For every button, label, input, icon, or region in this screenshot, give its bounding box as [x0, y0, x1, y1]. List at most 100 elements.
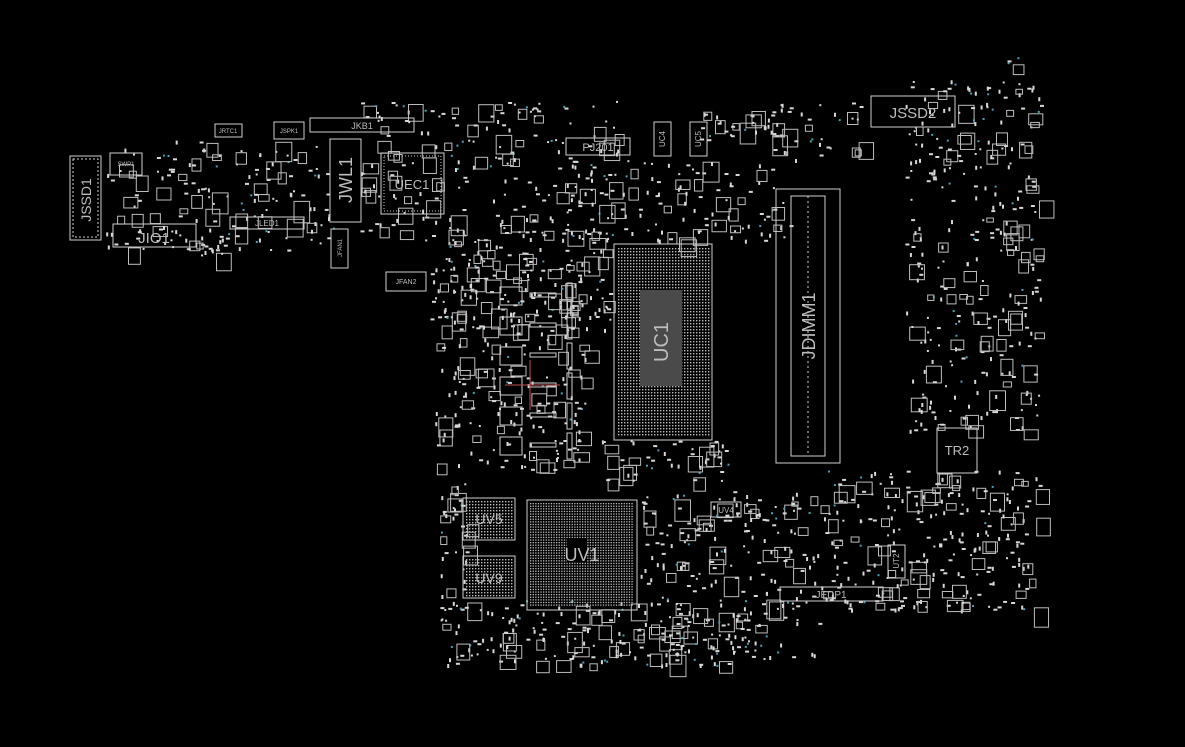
pad	[797, 527, 809, 536]
pad	[940, 499, 943, 504]
pad	[463, 395, 467, 398]
comp-uc1[interactable]: UC1	[613, 243, 713, 441]
pad	[819, 104, 822, 107]
pad	[675, 603, 691, 617]
pad	[581, 303, 584, 308]
comp-uv1[interactable]: UV1	[526, 499, 638, 611]
pad	[699, 664, 702, 668]
pad	[523, 454, 526, 459]
pad	[524, 252, 529, 255]
pad	[757, 624, 761, 627]
pad	[599, 280, 602, 283]
pad	[535, 186, 538, 191]
pad	[397, 179, 400, 184]
pad	[507, 300, 510, 303]
pad	[570, 327, 575, 330]
pad	[1020, 542, 1025, 545]
pad	[776, 607, 779, 610]
pad	[259, 153, 262, 158]
pad	[936, 137, 939, 140]
pad	[134, 194, 139, 197]
pad	[464, 483, 467, 486]
comp-jdimm1[interactable]: JDIMM1	[775, 188, 841, 464]
pad	[680, 644, 685, 647]
pad	[770, 578, 773, 583]
pad	[548, 315, 553, 318]
pad	[518, 319, 521, 323]
pad	[676, 608, 681, 611]
pad	[968, 87, 971, 92]
comp-uv5[interactable]: UV5	[462, 497, 516, 541]
pad	[365, 190, 377, 204]
pad	[438, 417, 454, 438]
pad	[643, 505, 646, 510]
pad	[175, 230, 178, 235]
pad	[534, 314, 539, 317]
comp-uv4[interactable]: UV4	[710, 501, 742, 518]
pad	[447, 664, 450, 668]
pad	[1007, 60, 1012, 63]
comp-jssd2[interactable]: JSSD2	[870, 95, 956, 128]
comp-tr2[interactable]: TR2	[936, 427, 978, 474]
pad	[541, 231, 544, 234]
pad	[971, 558, 986, 570]
comp-jwl1[interactable]: JWL1	[329, 138, 362, 223]
pad	[929, 153, 933, 156]
pad	[656, 181, 661, 184]
pad	[240, 150, 243, 153]
pad	[572, 234, 575, 237]
pad	[678, 612, 683, 615]
pad	[1031, 291, 1034, 295]
pad	[450, 316, 453, 319]
pad	[467, 124, 479, 138]
comp-uc5[interactable]: UC5	[689, 121, 708, 157]
pad	[580, 277, 583, 282]
comp-uv9[interactable]: UV9	[462, 555, 516, 599]
pad	[946, 139, 949, 142]
pad	[557, 150, 560, 155]
comp-jfan2[interactable]: JFAN2	[385, 271, 427, 292]
comp-pj201[interactable]: PJ201	[565, 137, 631, 156]
pad	[702, 172, 707, 175]
pad	[874, 471, 877, 476]
comp-uc4[interactable]: UC4	[653, 121, 672, 157]
pad	[719, 661, 734, 674]
comp-jfan1[interactable]: JFAN1	[330, 228, 349, 269]
pad	[574, 186, 577, 188]
comp-jio1[interactable]: JIO1	[112, 223, 197, 248]
pad	[530, 269, 533, 272]
pad	[771, 207, 786, 221]
comp-jkb1[interactable]: JKB1	[309, 117, 415, 133]
pad	[782, 128, 799, 148]
comp-swp1[interactable]: SWP1	[109, 152, 143, 176]
pad	[377, 111, 379, 114]
pad	[825, 532, 830, 534]
comp-jedp1[interactable]: JEDP1	[779, 586, 884, 602]
pad	[782, 603, 784, 608]
pad	[665, 653, 668, 658]
comp-ut2[interactable]: UT2	[887, 544, 906, 579]
pad	[783, 236, 786, 239]
pad	[271, 162, 274, 167]
comp-jspk1[interactable]: JSPK1	[273, 121, 305, 140]
uv1-die	[567, 538, 587, 562]
comp-jssd1[interactable]: JSSD1	[69, 155, 102, 241]
pad	[667, 163, 670, 168]
pad	[658, 192, 660, 197]
pad	[911, 246, 916, 248]
pad	[777, 651, 780, 654]
pad	[270, 249, 273, 251]
pad	[513, 650, 516, 653]
pad	[745, 650, 750, 653]
power-cap-1	[566, 282, 573, 310]
comp-jrtc1[interactable]: JRTC1	[214, 123, 243, 138]
pad	[716, 552, 718, 557]
comp-uec1[interactable]: UEC1	[380, 152, 445, 215]
pad	[956, 479, 959, 484]
comp-jled1[interactable]: JLED1	[229, 216, 305, 230]
pad	[943, 572, 948, 575]
pad	[574, 637, 577, 640]
pad	[995, 228, 1000, 231]
pad	[666, 534, 669, 537]
